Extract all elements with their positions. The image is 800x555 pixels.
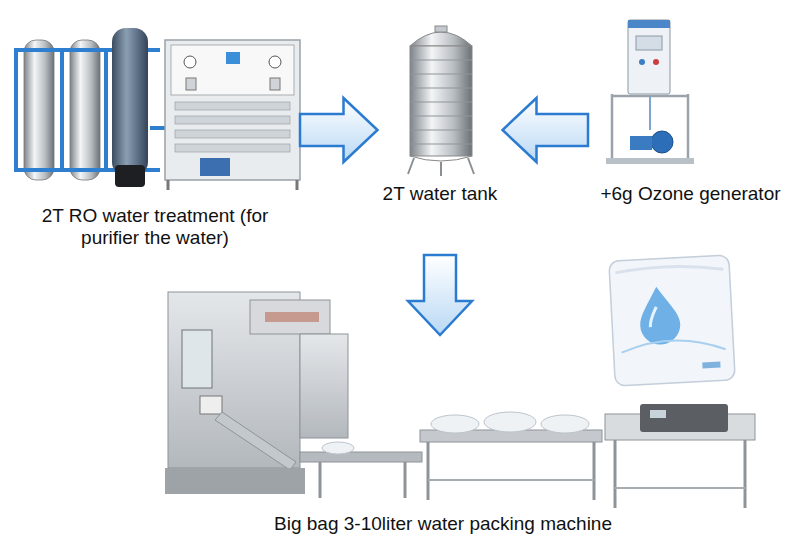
pump-motor [630,136,652,150]
tank-rib [410,144,472,145]
bag-seal [615,264,723,275]
tank-rib [410,88,472,89]
ozone-display [636,36,662,50]
leg [744,440,747,508]
node-caption: 2T RO water treatment (for purifier the … [39,205,271,249]
process-node: +6g Ozone generator [588,15,793,209]
tank-rib [410,116,472,117]
tank-rib [410,60,472,61]
tank-leg [468,158,474,174]
logo [226,52,240,64]
membrane [175,116,290,124]
tank-bottom [410,156,472,161]
bag [322,442,354,454]
sealer [640,404,728,432]
tank-body [410,46,472,156]
nameplate [265,312,319,322]
bag [431,415,479,433]
stand-post [687,94,690,162]
pipe [60,50,64,170]
process-node: 2T RO water treatment (for purifier the … [10,15,300,255]
tank-dome [410,32,472,46]
window [182,330,212,388]
filler-side [300,334,348,438]
membrane [175,144,290,152]
ozone-stripe [628,20,670,28]
pump [651,131,673,153]
node-caption: +6g Ozone generator [600,183,780,205]
brace [428,479,594,481]
flow-arrow [503,98,589,162]
bag-body [609,255,735,386]
bag-wave [621,338,725,355]
brace [615,487,745,489]
flow-meter [186,78,196,90]
ozone-button [653,59,659,65]
ozone-generator [606,20,694,164]
ozone-cabinet [628,20,670,94]
process-node: 2T water tank [378,15,503,255]
flow-arrow [408,255,472,335]
leg [296,180,299,190]
ro-system [14,28,300,190]
leg [167,180,170,190]
chute [215,412,296,470]
gauge [269,56,281,68]
conveyor [300,452,422,462]
tank-rib [410,102,472,103]
membrane [175,130,290,138]
top-unit [250,300,330,334]
drop-shine [649,307,657,327]
sealer-panel [650,410,666,418]
bag-mark [702,362,720,369]
filler-base [165,468,305,494]
leg [427,442,430,500]
leg [614,440,617,508]
flow-meter [270,78,280,90]
gauge [184,56,196,68]
tube [649,96,651,130]
ro-frame [165,40,300,180]
water-tank [408,26,474,176]
tank-leg [440,162,442,176]
membrane [175,102,290,110]
tank-rib [410,74,472,75]
bag [541,415,589,433]
tank-leg [408,158,414,174]
bag [484,412,536,432]
node-caption: 2T water tank [383,183,498,205]
flow-arrow [300,98,378,162]
softener-tank [112,28,148,176]
packing-machine [165,292,755,508]
pipe [104,50,108,170]
pipe [14,50,18,170]
tank-rib [410,130,472,131]
pump [200,158,230,176]
leg [319,462,322,498]
tank-cap [435,26,447,32]
tank-base [115,165,145,187]
carbon-filter [70,40,100,180]
water-bag [609,255,735,386]
leg [404,462,407,498]
drop [638,286,681,346]
control-box [200,396,222,414]
ozone-button [639,59,645,65]
stand-base [606,158,694,164]
leg [593,442,596,500]
stand-post [611,94,614,162]
node-caption: Big bag 3-10liter water packing machine [274,513,612,535]
sand-filter [24,40,54,180]
control-panel [171,45,294,95]
process-node: Big bag 3-10liter water packing machine [140,335,746,550]
